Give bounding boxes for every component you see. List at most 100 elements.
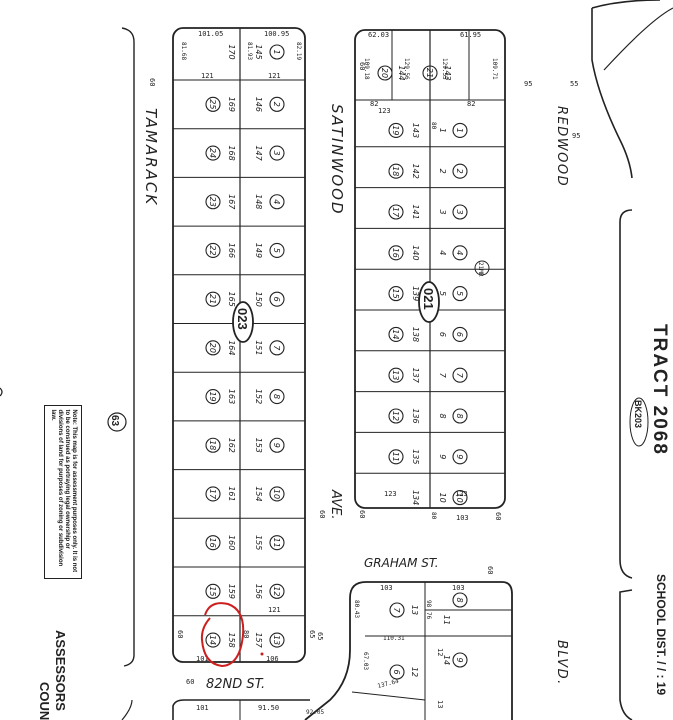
east-lot-b-6: 6	[455, 332, 464, 337]
west-lot-b-12: 12	[272, 586, 281, 596]
east-apn-a-139: 139	[411, 286, 420, 301]
west-lot-a-21-circle	[205, 291, 221, 307]
tract-bk-oval	[629, 397, 649, 447]
east-apn-b-9: 9	[438, 454, 447, 459]
west-lot-b-13: 13	[272, 635, 281, 645]
south-lot-7-circle	[389, 602, 405, 618]
assessor-line2: COUN	[37, 682, 52, 720]
east-lot-b-2: 2	[455, 169, 464, 174]
east-lot-b-1: 1	[455, 128, 464, 133]
street-satinwood: SATINWOOD	[328, 104, 346, 216]
west-lot-a-18-circle	[205, 437, 221, 453]
east-apn-a-135: 135	[411, 449, 420, 464]
west-lot-b-1: 1	[272, 49, 281, 54]
east-apn-b-6: 6	[438, 332, 447, 337]
east-dim-82b: 82	[467, 100, 475, 108]
east-apn-b-5: 5	[438, 291, 447, 296]
east-dim-123b: 123	[455, 490, 468, 498]
east-21mr-label: 21MR	[477, 262, 484, 277]
west-apn-a-170: 170	[227, 44, 236, 59]
east-lot-b-5-circle	[452, 286, 468, 302]
west-apn-a-164: 164	[227, 340, 236, 355]
west-apn-a-163: 163	[227, 389, 236, 404]
tract-title: TRACT 2068	[649, 324, 670, 456]
west-apn-a-160: 160	[227, 535, 236, 550]
east-lot-dividers	[355, 99, 505, 474]
west-side-dim-1: 81.68	[180, 42, 187, 60]
west-lot-b-8-circle	[269, 388, 285, 405]
street-blvd: BLVD.	[554, 640, 569, 686]
block-023-oval	[232, 301, 254, 343]
east-lot-b-7: 7	[455, 373, 464, 379]
east-lot-b-9: 9	[455, 454, 464, 459]
south-lot-8: 8	[455, 597, 464, 602]
east-apn-b-4: 4	[438, 250, 447, 255]
west-lot-a-22: 22	[208, 245, 217, 255]
east-lot-a-20-circle	[377, 65, 393, 81]
east-lot-b-8: 8	[455, 413, 464, 418]
red-dot	[260, 652, 264, 656]
west-lot-a-14: 14	[208, 635, 217, 645]
east-top-dim-2: 61.95	[460, 31, 481, 39]
east-apn-b-10: 10	[438, 493, 447, 503]
east-apn-b-top: 143	[443, 65, 452, 80]
south-dim-13: 13	[436, 700, 444, 708]
east-lot-a-12-circle	[388, 408, 404, 424]
west-lot-a-15: 15	[208, 586, 217, 596]
west-dim-80: 80	[242, 630, 250, 638]
right-dim-55: 55	[570, 80, 578, 88]
east-apn-a-141: 141	[411, 204, 420, 219]
west-lot-a-25-circle	[205, 96, 221, 112]
west-lot-b-9-circle	[269, 437, 285, 453]
west-lot-b-2-circle	[269, 96, 285, 112]
west-lot-a-25: 25	[208, 99, 217, 109]
assessment-note-box: Note: This map is for assessment purpose…	[44, 405, 82, 579]
west-dim-121c: 121	[268, 606, 281, 614]
west-apn-a-165: 165	[227, 292, 236, 307]
west-lot-b-7: 7	[272, 345, 281, 351]
east-side-dim-1: 109.18	[363, 58, 370, 80]
tamarack-west-edge	[121, 27, 135, 667]
bottom-dim-60: 60	[186, 678, 194, 686]
south-dim-103a: 103	[380, 584, 393, 592]
west-top-dim-2: 100.95	[264, 30, 289, 38]
east-apn-a-137: 137	[411, 368, 420, 384]
west-apn-a-169: 169	[227, 97, 236, 112]
west-lot-b-4: 4	[272, 199, 281, 204]
west-lot-b-3: 3	[272, 151, 281, 156]
west-dim-60b: 60	[318, 510, 326, 518]
east-dim-80b: 80	[430, 122, 437, 130]
west-dim-121a: 121	[201, 72, 214, 80]
west-apn-a-162: 162	[227, 438, 236, 453]
east-side-dim-3: 129.55	[441, 58, 448, 80]
south-lot-6-circle	[389, 664, 405, 680]
west-lot-b-13-circle	[269, 632, 285, 648]
east-lot-b-3-circle	[452, 204, 468, 220]
east-lot-a-14: 14	[391, 329, 400, 339]
west-lot-a-18: 18	[208, 440, 217, 450]
east-lot-a-16: 16	[391, 248, 400, 258]
east-lot-a-16-circle	[388, 245, 404, 261]
block-021-oval	[418, 281, 440, 323]
east-lot-a-19-circle	[388, 122, 404, 138]
left-edge-mark	[0, 387, 3, 397]
east-lot-b-2-circle	[452, 163, 468, 179]
east-lot-b-3: 3	[455, 209, 464, 214]
west-lot-dividers	[173, 79, 305, 617]
west-apn-b-153: 153	[254, 438, 263, 453]
south-apn-14: 14	[442, 655, 451, 665]
west-apn-b-148: 148	[254, 194, 263, 209]
west-lot-b-10: 10	[272, 489, 281, 499]
west-block-outline	[172, 27, 306, 663]
south-lot-9-circle	[452, 652, 468, 668]
east-lot-a-18: 18	[391, 166, 400, 176]
east-lot-a-17-circle	[388, 204, 404, 220]
west-lot-a-24: 24	[208, 148, 217, 158]
south-apn-12: 12	[410, 667, 419, 677]
west-dim-60c: 60	[148, 78, 156, 86]
east-apn-a-144: 144	[397, 65, 406, 80]
west-lot-a-17-circle	[205, 486, 221, 502]
east-lot-b-10-circle	[452, 490, 468, 506]
